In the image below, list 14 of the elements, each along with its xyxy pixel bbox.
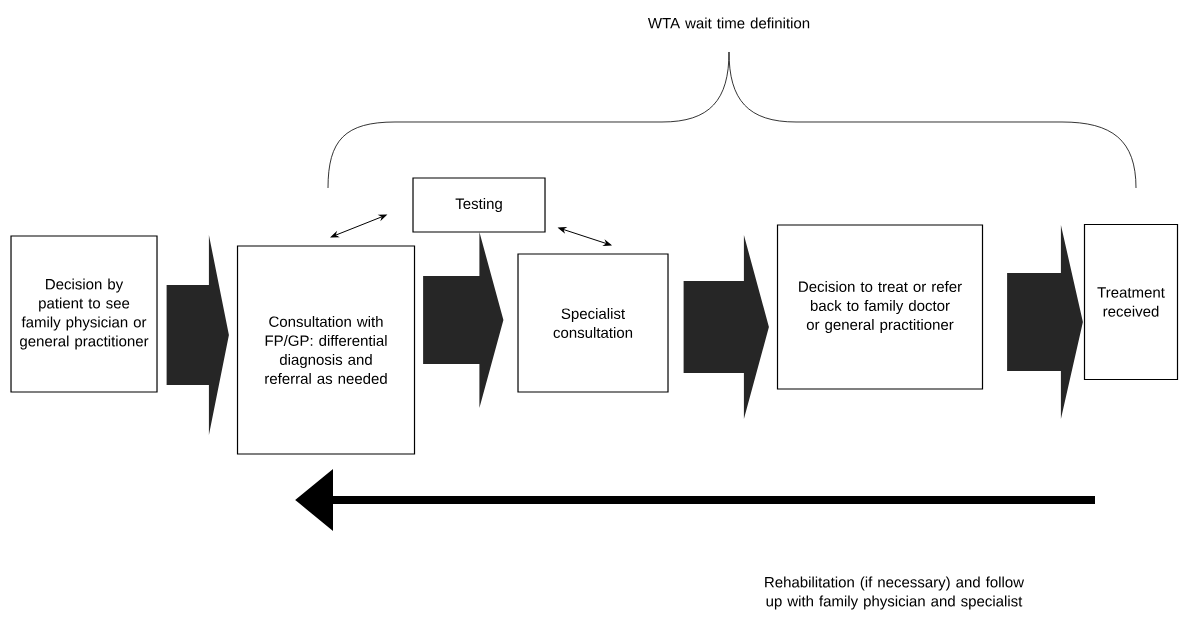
double-arrow: [330, 214, 387, 238]
process-box: Specialist consultation: [517, 253, 669, 393]
block-arrow: [1007, 225, 1083, 419]
process-box: Testing: [412, 177, 546, 233]
block-arrow: [166, 235, 229, 435]
process-box: Decision to treat or refer back to family doctor or general practitioner: [776, 224, 984, 390]
process-box: Consultation with FP/GP: differential diagnosis and referral as needed: [236, 245, 416, 455]
block-arrow: [423, 232, 504, 408]
double-arrow: [558, 227, 612, 246]
label-text: WTA wait time definition: [647, 17, 810, 29]
caption-text: Rehabilitation (if necessary) and follow up with family physician and specialist: [765, 576, 1025, 610]
process-box: Treatment received: [1083, 223, 1179, 381]
block-arrow: [683, 235, 769, 419]
process-box: Decision by patient to see family physician or general practitioner: [10, 235, 158, 393]
